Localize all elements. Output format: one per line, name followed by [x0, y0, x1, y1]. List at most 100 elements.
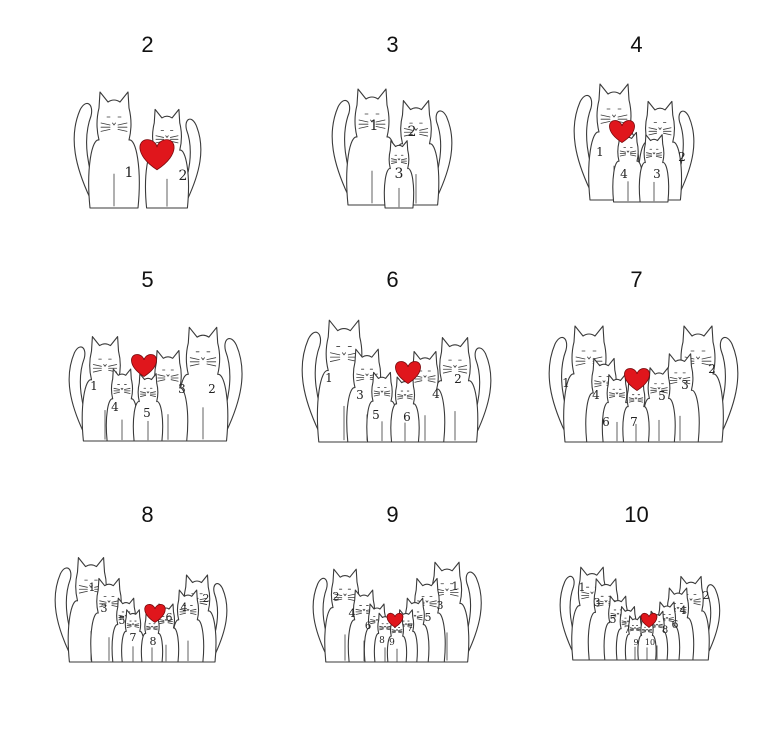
cat-whisker [668, 620, 674, 623]
cat-number: 4 [111, 400, 119, 414]
cat-number: 6 [365, 621, 371, 632]
cat-whisker [375, 126, 386, 129]
cat-nose [380, 390, 384, 393]
cat-whisker [334, 598, 343, 602]
cat-nose [602, 380, 606, 383]
cats [68, 326, 243, 442]
cat-number: 6 [602, 415, 610, 429]
cat-whisker [355, 612, 362, 615]
cat-tail [54, 567, 78, 654]
cat-nose [370, 119, 374, 123]
cat-whisker [610, 616, 617, 619]
cat-nose [587, 356, 591, 360]
cats [548, 325, 739, 443]
panel-title: 5 [141, 267, 154, 292]
cat-figure [121, 609, 145, 663]
cat-nose [166, 374, 170, 377]
panel-title: 2 [141, 32, 154, 57]
cat-whisker [680, 606, 687, 609]
cat-whisker [373, 394, 380, 397]
cat-figure [73, 91, 140, 209]
cat-whisker [406, 397, 413, 400]
cat-whisker [663, 127, 672, 130]
cat-number: 1 [562, 376, 570, 390]
cat-whisker [159, 622, 165, 625]
cat-nose [696, 356, 700, 360]
cat-whisker [594, 380, 602, 383]
cat-whisker [442, 370, 452, 374]
cat-whisker [100, 122, 111, 126]
cat-whisker [619, 154, 626, 157]
cat-tail [218, 338, 243, 432]
cat-number: 1 [596, 145, 604, 159]
cat-whisker [92, 364, 102, 367]
cat-whisker [384, 390, 391, 393]
cat-whisker [199, 602, 208, 605]
panel-title: 7 [630, 267, 643, 292]
cat-whisker [78, 585, 88, 588]
cat-nose [616, 612, 620, 616]
cat-whisker [575, 356, 586, 360]
cat-whisker [170, 379, 179, 382]
cat-number: 3 [437, 599, 444, 612]
cat-whisker [416, 614, 423, 617]
cat-whisker [111, 600, 119, 603]
cat-nose [453, 365, 457, 368]
heart-icon [131, 354, 157, 378]
cat-whisker [596, 600, 604, 603]
cat-nose [201, 357, 205, 361]
cat-whisker [637, 400, 644, 403]
cat-whisker [78, 590, 88, 594]
cat-nose [676, 606, 680, 610]
cat-figure [366, 371, 398, 443]
cat-whisker [167, 622, 173, 625]
cat-whisker [655, 152, 662, 155]
cat-whisker [619, 150, 626, 153]
cat-whisker [146, 625, 151, 628]
cat-nose [655, 623, 659, 626]
cat-number: 6 [166, 611, 173, 624]
cat-whisker [419, 133, 429, 137]
cat-nose [652, 152, 656, 155]
cat-number: 2 [179, 168, 188, 184]
cat-number: 1 [125, 165, 134, 181]
cat-nose [362, 608, 366, 612]
cat-whisker [329, 359, 341, 362]
cats [559, 566, 721, 661]
cat-whisker [140, 391, 147, 394]
cat-nose [634, 397, 638, 400]
cat-figure [132, 373, 164, 442]
cat-number: 2 [678, 150, 686, 164]
cat-nose [626, 620, 630, 623]
cat-whisker [99, 600, 107, 603]
cat-whisker [429, 600, 437, 603]
cat-number: 5 [372, 408, 380, 422]
cat-whisker [398, 629, 403, 631]
cat-whisker [648, 127, 657, 130]
cat-figure [331, 88, 398, 206]
cat-whisker [347, 593, 356, 596]
cat-body [366, 371, 398, 443]
cat-number: 8 [662, 625, 668, 636]
cat-number: 2 [203, 592, 210, 605]
heart-icon [395, 361, 421, 385]
cat-whisker [92, 369, 102, 373]
cat-whisker [386, 628, 391, 631]
cat-whisker [416, 618, 423, 621]
cat-whisker [391, 629, 396, 631]
heart-icon [640, 612, 658, 628]
cat-whisker [108, 364, 118, 367]
cat-whisker [370, 622, 376, 625]
cat-whisker [379, 628, 384, 631]
cat-number: 2 [703, 589, 710, 602]
cat-nose [120, 387, 124, 391]
cat-whisker [646, 156, 653, 158]
cat-body [105, 368, 139, 442]
cat-tail [312, 577, 333, 655]
cat-whisker [179, 612, 186, 615]
cat-whisker [100, 129, 111, 132]
heart-icon [139, 139, 175, 171]
cat-number: 7 [130, 631, 137, 644]
